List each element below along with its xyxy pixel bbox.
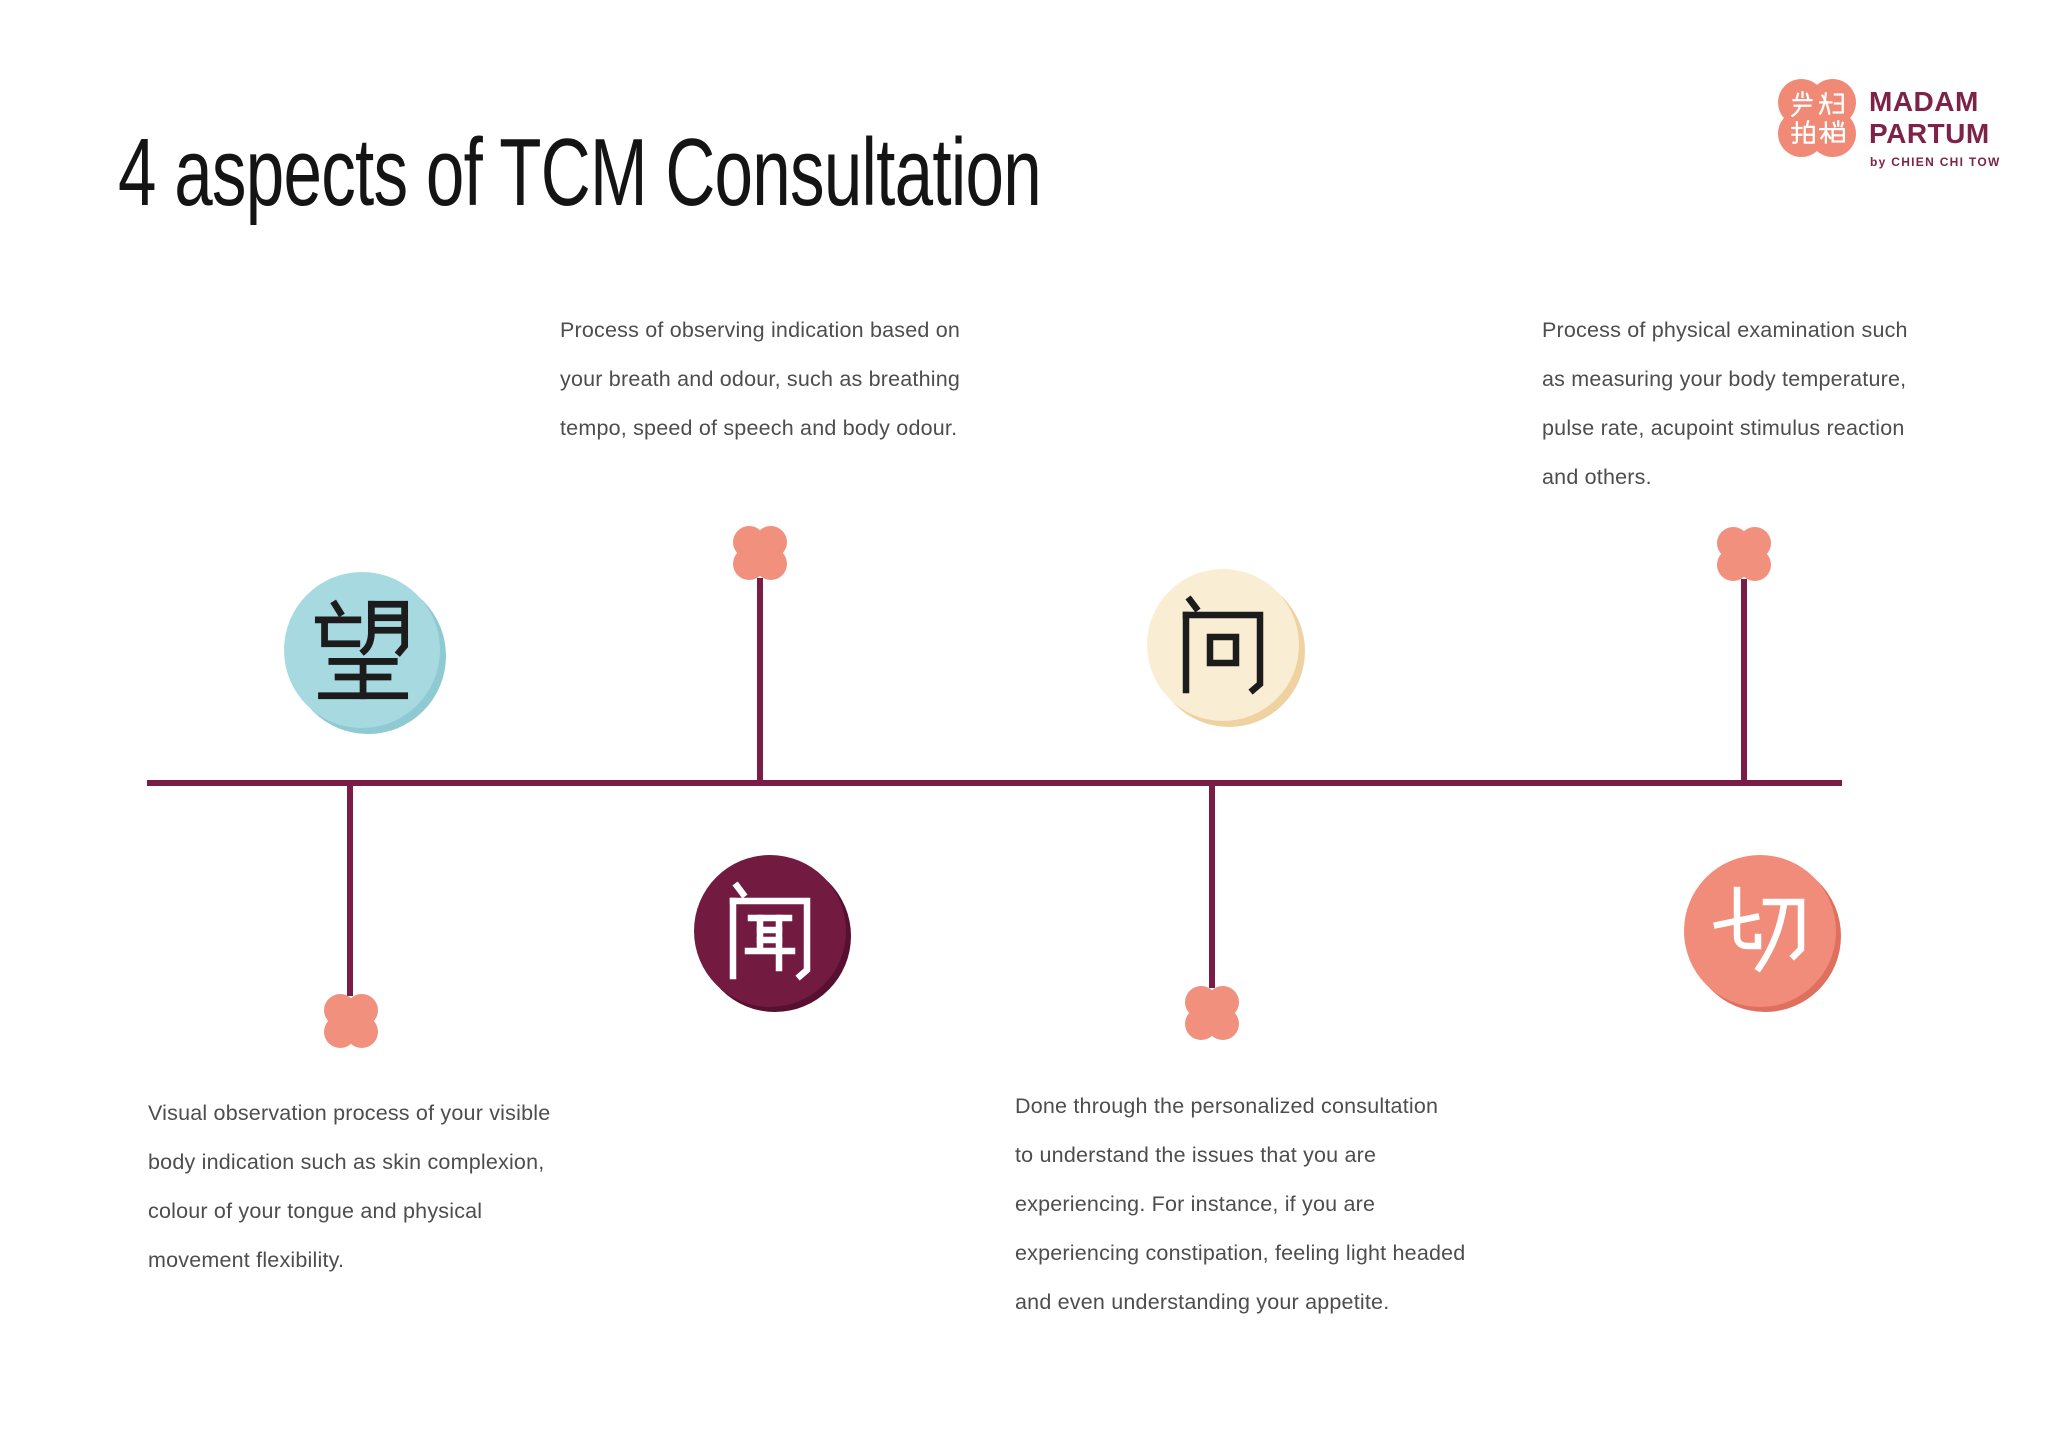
description-line: and even understanding your appetite. <box>1015 1290 1390 1314</box>
description-line: colour of your tongue and physical <box>148 1199 483 1223</box>
connector-line-wang <box>347 786 353 996</box>
aspect-circle-wang <box>284 572 440 728</box>
description-wen: Process of observing indication based on… <box>560 306 960 453</box>
brand-byline: by CHIEN CHI TOW <box>1870 155 2001 169</box>
brand-name-line1: MADAM <box>1869 86 1979 117</box>
hanzi-pai-mini-glyph <box>1791 119 1815 145</box>
description-line: experiencing constipation, feeling light… <box>1015 1241 1466 1265</box>
timeline-line <box>147 780 1842 786</box>
aspect-circle-ask <box>1147 569 1299 721</box>
hanzi-ask-glyph <box>1182 595 1264 695</box>
aspect-circle-wen <box>694 855 846 1007</box>
description-line: and others. <box>1542 465 1652 489</box>
connector-line-qie <box>1741 579 1747 780</box>
quatrefoil-marker-ask <box>1185 986 1239 1040</box>
hanzi-wen-glyph <box>729 881 811 981</box>
description-line: as measuring your body temperature, <box>1542 367 1907 391</box>
description-ask: Done through the personalized consultati… <box>1015 1082 1465 1327</box>
logo-badge-characters <box>1789 90 1845 146</box>
description-line: body indication such as skin complexion, <box>148 1150 545 1174</box>
hanzi-fu-mini-glyph <box>1818 92 1844 116</box>
hanzi-chan-mini-glyph <box>1790 91 1813 117</box>
description-line: experiencing. For instance, if you are <box>1015 1192 1376 1216</box>
logo-badge <box>1778 79 1856 157</box>
description-line: movement flexibility. <box>148 1248 345 1272</box>
hanzi-wang-glyph <box>314 599 409 700</box>
hanzi-qie-glyph <box>1713 886 1805 973</box>
description-line: to understand the issues that you are <box>1015 1143 1377 1167</box>
page-title: 4 aspects of TCM Consultation <box>118 119 1042 226</box>
description-line: Process of physical examination such <box>1542 318 1908 342</box>
description-line: pulse rate, acupoint stimulus reaction <box>1542 416 1905 440</box>
description-wang: Visual observation process of your visib… <box>148 1089 550 1285</box>
quatrefoil-marker-qie <box>1717 527 1771 581</box>
description-line: Process of observing indication based on <box>560 318 961 342</box>
brand-name-line2: PARTUM <box>1869 118 1990 149</box>
description-line: tempo, speed of speech and body odour. <box>560 416 958 440</box>
quatrefoil-marker-wen <box>733 526 787 580</box>
description-line: Visual observation process of your visib… <box>148 1101 551 1125</box>
description-qie: Process of physical examination such as … <box>1542 306 1908 502</box>
quatrefoil-marker-wang <box>324 994 378 1048</box>
aspect-circle-qie <box>1684 855 1836 1007</box>
connector-line-ask <box>1209 786 1215 988</box>
hanzi-dang-mini-glyph <box>1819 120 1845 144</box>
description-line: your breath and odour, such as breathing <box>560 367 961 391</box>
connector-line-wen <box>757 578 763 780</box>
brand-name: MADAM PARTUM <box>1869 86 1990 150</box>
description-line: Done through the personalized consultati… <box>1015 1094 1439 1118</box>
